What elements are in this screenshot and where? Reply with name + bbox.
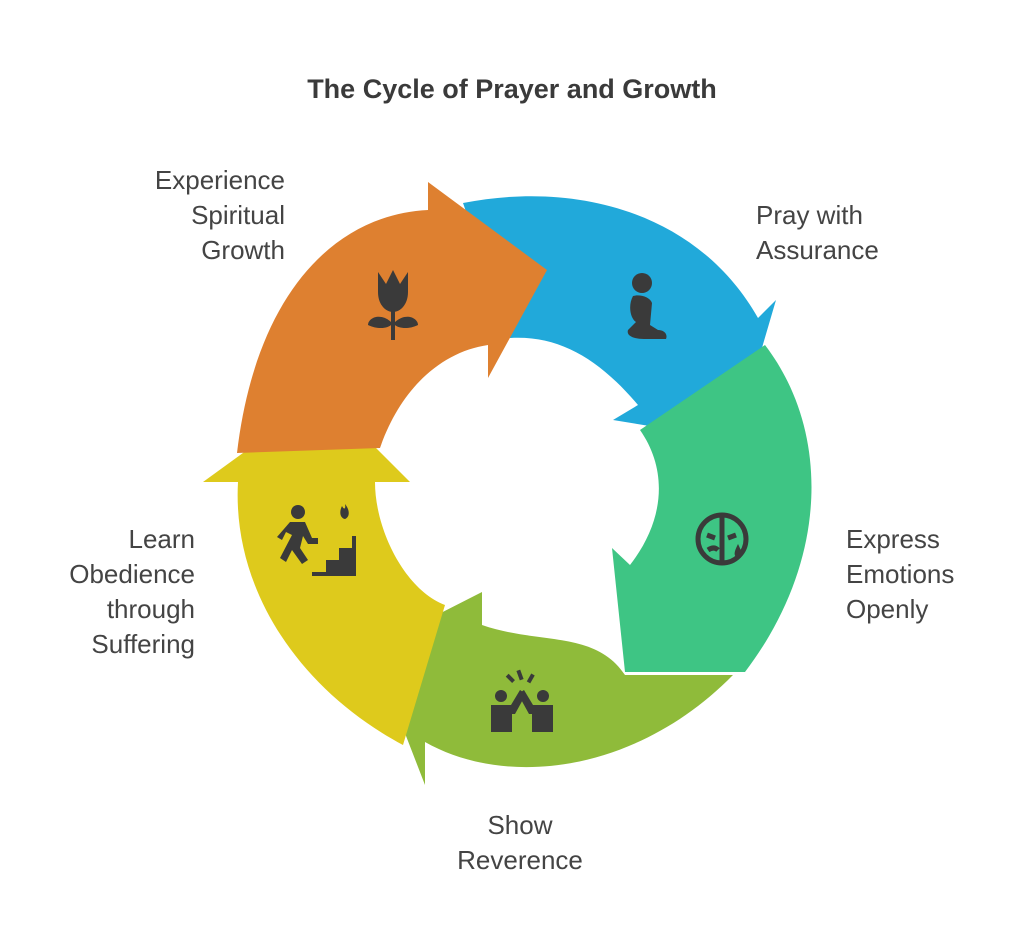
label-learn-obedience-through-suffering: Learn Obedience through Suffering — [20, 522, 195, 662]
arrow-obedience — [203, 395, 445, 745]
person-climbing-stairs-icon — [277, 504, 356, 576]
tear-drop-icon — [734, 544, 742, 558]
label-line: Reverence — [457, 845, 583, 875]
label-line: Spiritual — [191, 200, 285, 230]
label-line: Show — [487, 810, 553, 840]
kneeling-prayer-icon — [627, 273, 667, 339]
label-line: Openly — [846, 594, 929, 624]
label-line: Suffering — [91, 629, 195, 659]
arrow-reverence — [372, 592, 733, 785]
label-line: Growth — [201, 235, 285, 265]
label-line: Pray with — [756, 200, 863, 230]
diagram-title: The Cycle of Prayer and Growth — [307, 74, 717, 104]
label-line: Obedience — [69, 559, 195, 589]
flower-icon — [368, 270, 418, 340]
label-line: Express — [846, 524, 940, 554]
crying-face-icon — [695, 512, 749, 566]
label-express-emotions-openly: Express Emotions Openly — [846, 522, 954, 627]
label-pray-with-assurance: Pray with Assurance — [756, 198, 879, 268]
label-line: Emotions — [846, 559, 955, 589]
label-experience-spiritual-growth: Experience Spiritual Growth — [60, 163, 285, 268]
label-line: Assurance — [756, 235, 879, 265]
label-line: through — [106, 594, 195, 624]
arrow-express — [612, 345, 812, 672]
label-show-reverence: Show Reverence — [420, 808, 620, 878]
arrow-pray — [463, 196, 776, 440]
label-line: Learn — [128, 524, 196, 554]
label-line: Experience — [154, 165, 285, 195]
high-five-icon — [491, 669, 553, 732]
